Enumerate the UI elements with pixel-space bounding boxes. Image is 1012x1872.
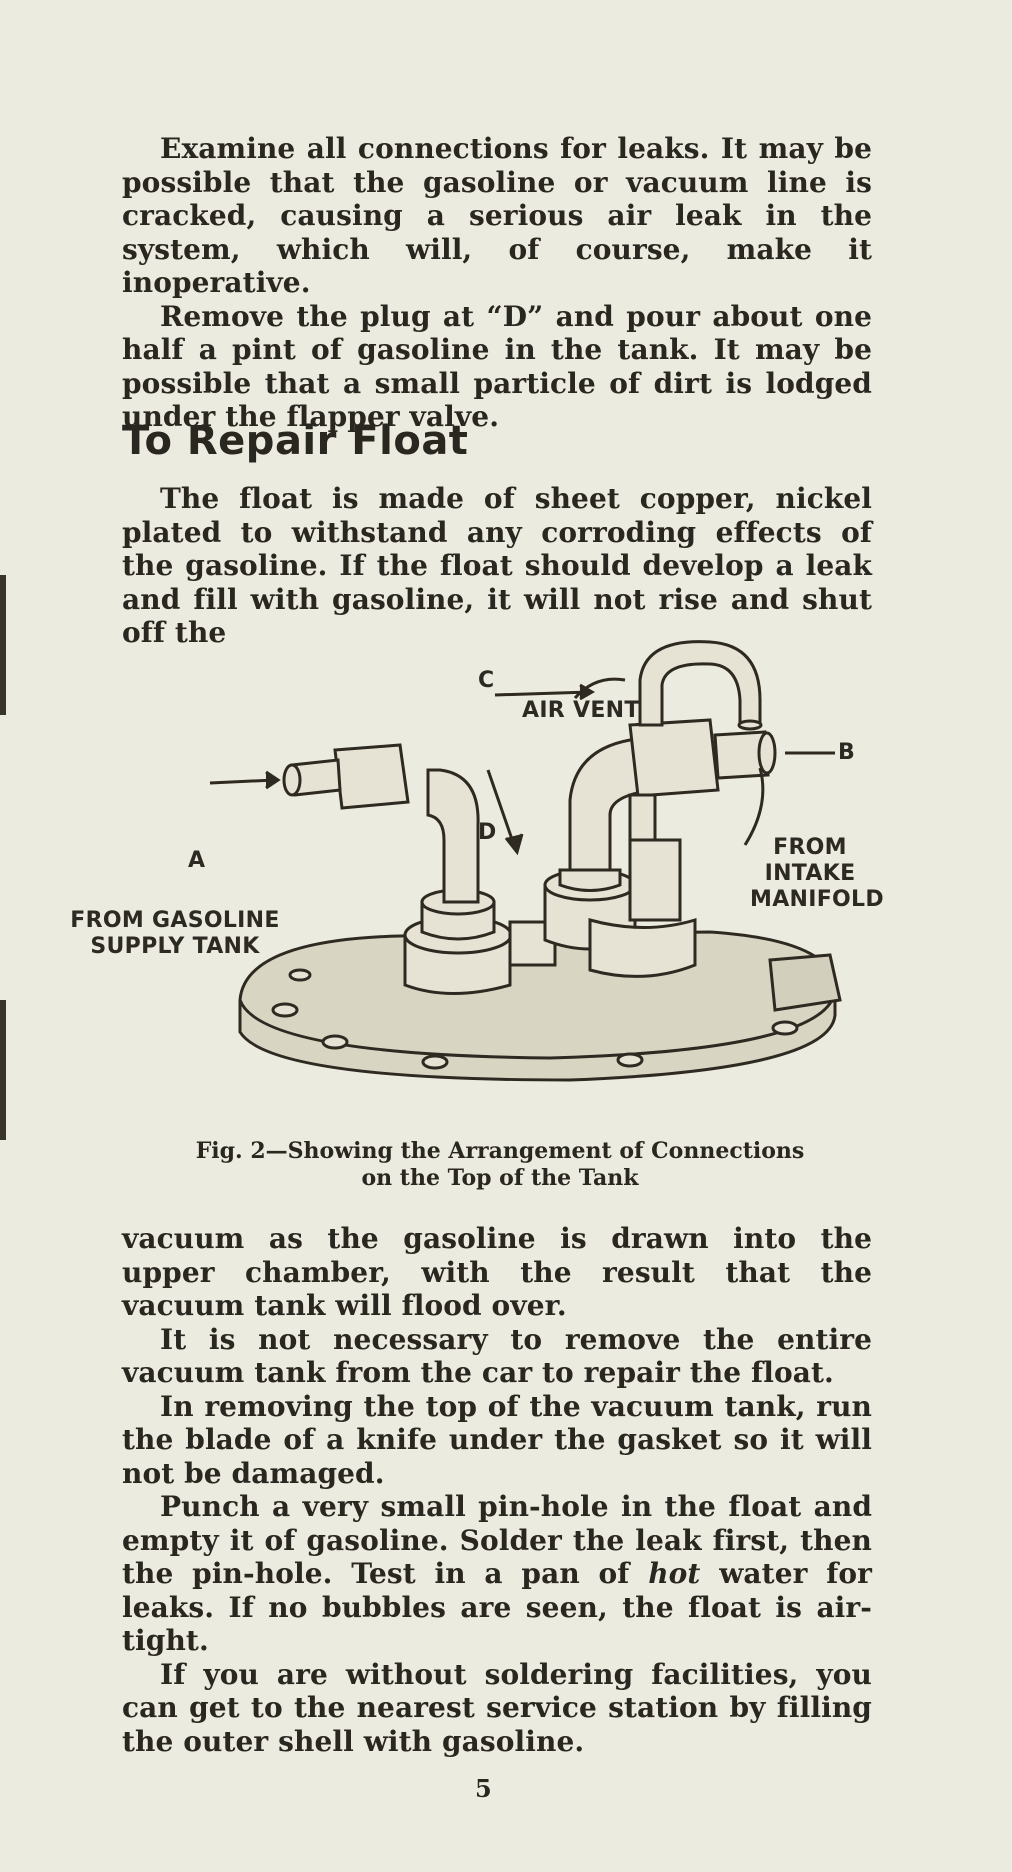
figure-caption: Fig. 2—Showing the Arrangement of Connec… [120, 1138, 880, 1192]
section-heading-block: To Repair Float [122, 418, 872, 464]
bottom-text: vacuum as the gasoline is drawn into the… [122, 1222, 872, 1758]
paragraph-plug: Remove the plug at “D” and pour about on… [122, 299, 872, 434]
tank-top-illustration: C AIR VENT B FROM INTAKE MANIFOLD D A FR… [70, 640, 950, 1110]
figure-caption-line1: Fig. 2—Showing the Arrangement of Connec… [195, 1138, 805, 1164]
paragraph-knife: In removing the top of the vacuum tank, … [122, 1389, 872, 1490]
label-from-intake-manifold: FROM INTAKE MANIFOLD [750, 835, 884, 912]
label-c: C [478, 668, 495, 693]
label-air-vent: AIR VENT [522, 698, 640, 723]
paragraph-leaks: Examine all connections for leaks. It ma… [122, 132, 872, 299]
figure-caption-line2: on the Top of the Tank [361, 1165, 639, 1191]
float-text: The float is made of sheet copper, nicke… [122, 482, 872, 650]
paragraph-vacuum: vacuum as the gasoline is drawn into the… [122, 1222, 872, 1322]
pinhole-emphasis: hot [648, 1557, 701, 1590]
label-a: A [188, 848, 206, 873]
paragraph-float: The float is made of sheet copper, nicke… [122, 482, 872, 649]
tank-top-drawing [209, 640, 842, 1082]
label-from-gasoline-supply-tank: FROM GASOLINE SUPPLY TANK [70, 908, 280, 959]
label-b: B [838, 740, 856, 765]
section-heading: To Repair Float [122, 418, 469, 464]
binding-mark [0, 1000, 6, 1140]
pinhole-text-after: water for leaks. If no bubbles are seen,… [122, 1557, 872, 1657]
page-number: 5 [475, 1774, 492, 1803]
paragraph-soldering: If you are without soldering facilities,… [122, 1657, 872, 1758]
pinhole-text-before: Punch a very small pin-hole in the float… [122, 1490, 872, 1590]
paragraph-pinhole: Punch a very small pin-hole in the float… [122, 1490, 872, 1658]
top-text: Examine all connections for leaks. It ma… [122, 132, 872, 434]
binding-mark [0, 575, 6, 715]
paragraph-not-necessary: It is not necessary to remove the entire… [122, 1322, 872, 1390]
label-d: D [478, 820, 497, 845]
